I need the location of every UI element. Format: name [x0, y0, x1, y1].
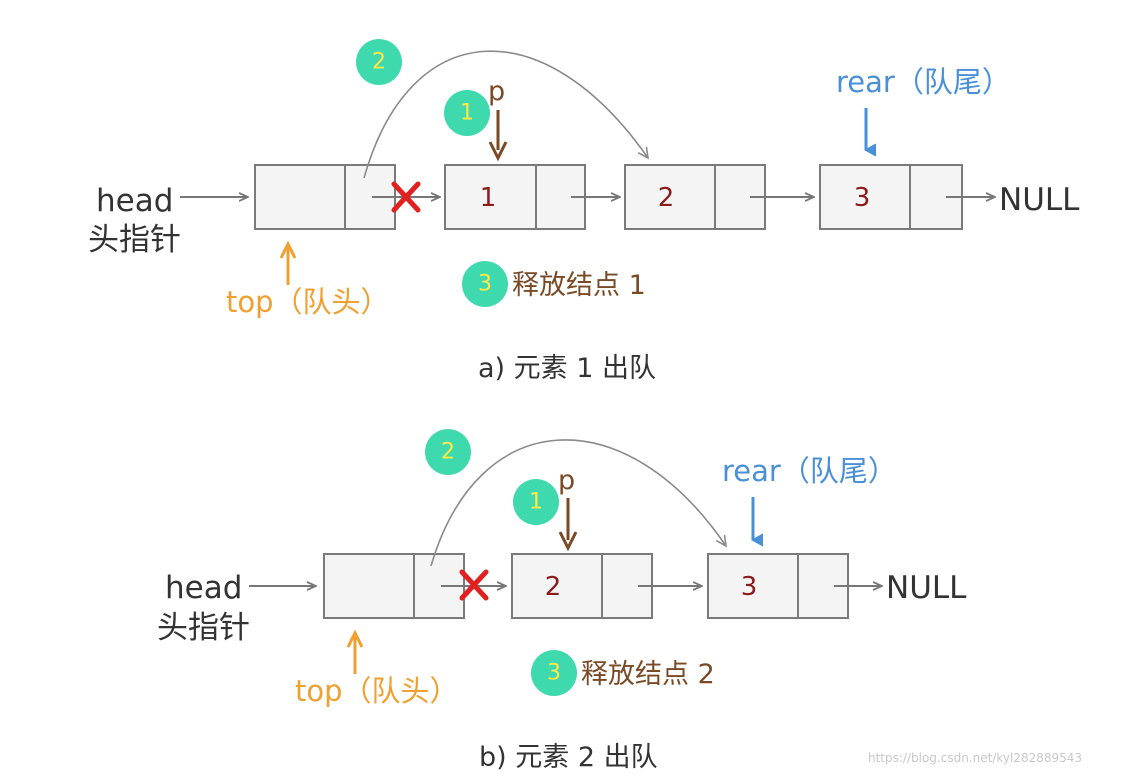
- node-2: 2: [511, 553, 653, 619]
- caption-a: a) 元素 1 出队: [478, 353, 656, 384]
- step-2-badge: [425, 429, 471, 475]
- step-1-number: 1: [460, 101, 474, 126]
- p-arrowhead: [488, 141, 508, 162]
- step-2-number: 2: [441, 440, 455, 465]
- head-pointer-label: 头指针: [88, 222, 181, 258]
- top-label: top（队头）: [295, 674, 459, 708]
- node-1: 1: [444, 164, 586, 230]
- p-label: p: [558, 465, 575, 496]
- head-label: head: [165, 570, 242, 606]
- top-label: top（队头）: [226, 285, 390, 319]
- panel-a: head 头指针 1 2 3 NULL: [88, 39, 1080, 384]
- node-value: 2: [545, 572, 562, 602]
- caption-b: b) 元素 2 出队: [479, 742, 658, 773]
- head-pointer-label: 头指针: [157, 610, 250, 646]
- node-3: 3: [819, 164, 963, 230]
- step-1-badge: [513, 479, 559, 525]
- step-2-badge: [356, 39, 402, 85]
- step-2-number: 2: [372, 50, 386, 75]
- node-value: 3: [854, 183, 871, 213]
- step-1-badge: [444, 90, 490, 136]
- node-value: 2: [658, 183, 675, 213]
- relink-arc: [363, 50, 648, 179]
- p-arrowhead: [558, 531, 578, 552]
- relink-arc: [430, 439, 726, 567]
- head-label: head: [96, 183, 173, 219]
- step-3-number: 3: [547, 661, 561, 686]
- node-3: 3: [707, 553, 849, 619]
- step-3-label: 释放结点 1: [512, 270, 646, 301]
- step-3-badge: [531, 650, 577, 696]
- null-label: NULL: [886, 570, 967, 606]
- watermark: https://blog.csdn.net/kyl282889543: [868, 751, 1082, 765]
- null-label: NULL: [999, 182, 1080, 218]
- step-1-number: 1: [529, 490, 543, 515]
- node-value: 1: [480, 183, 497, 213]
- top-arrowhead: [279, 240, 297, 259]
- node-2: 2: [624, 164, 766, 230]
- cross-mark: [459, 569, 489, 601]
- step-3-badge: [462, 261, 508, 307]
- rear-label: rear（队尾）: [836, 65, 1011, 99]
- top-arrowhead: [346, 629, 364, 648]
- step-3-number: 3: [478, 272, 492, 297]
- step-3-label: 释放结点 2: [581, 659, 715, 690]
- node-value: 3: [741, 572, 758, 602]
- cross-mark: [391, 181, 421, 213]
- p-label: p: [488, 76, 505, 107]
- panel-b: head 头指针 2 3 NULL rear（队尾） p: [157, 429, 967, 773]
- rear-label: rear（队尾）: [722, 454, 897, 488]
- head-node: [323, 553, 465, 619]
